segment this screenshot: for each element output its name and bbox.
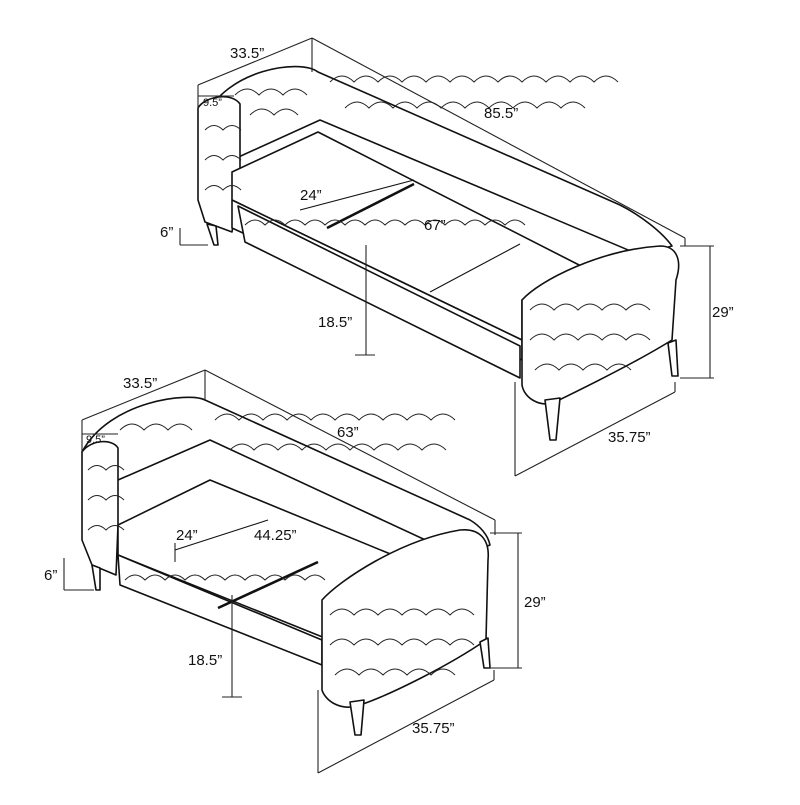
sofa-large-seam-1: [299, 179, 415, 211]
sofa-small-right-arm: [321, 529, 489, 708]
sofa-large-leg-left: [206, 223, 219, 246]
sofa-large-seat-width-label: 67”: [424, 217, 446, 234]
sofa-small-leg-height-label: 6”: [44, 567, 57, 584]
sofa-large-length-label: 85.5”: [484, 105, 518, 122]
sofa-small: 33.5” 9.5” 63” 24” 44.25” 6” 18.5” 29” 3…: [44, 369, 546, 774]
sofa-large-arm-width-label: 9.5”: [203, 97, 222, 109]
sofa-large-leg-height-label: 6”: [160, 224, 173, 241]
sofa-large-height-label: 29”: [712, 304, 734, 321]
sofa-small-arm-width-label: 9.5”: [86, 434, 105, 446]
sofa-small-left-arm: [81, 440, 119, 576]
sofa-small-leg-right: [479, 637, 491, 669]
sofa-large-depth-label: 33.5”: [230, 45, 264, 62]
sofa-small-leg-left: [91, 564, 101, 591]
sofa-large-seat-height-label: 18.5”: [318, 314, 352, 331]
sofa-large-dimension-lines: [179, 37, 714, 477]
sofa-small-seam-1: [174, 519, 269, 551]
sofa-large-leg-right: [667, 339, 679, 377]
sofa-small-depth-label: 33.5”: [123, 375, 157, 392]
sofa-small-seat-height-label: 18.5”: [188, 652, 222, 669]
sofa-large-seam-3: [429, 243, 521, 293]
sofa-small-length-label: 63”: [337, 424, 359, 441]
sofa-small-back: [81, 396, 491, 557]
sofa-small-seat-depth-label: 24”: [176, 527, 198, 544]
sofa-large-back: [204, 65, 673, 256]
sofa-large-seat-depth-label: 24”: [300, 187, 322, 204]
sofa-large-seam-2: [326, 182, 415, 230]
sofa-large-tufting: [204, 75, 651, 371]
sofa-large-left-arm: [197, 96, 241, 233]
sofa-large: 33.5” 9.5” 85.5” 24” 67” 6” 18.5” 29” 35…: [160, 37, 734, 477]
sofa-small-seat-width-label: 44.25”: [254, 527, 297, 544]
sofa-small-dimension-lines: [63, 369, 522, 774]
sofa-small-height-label: 29”: [524, 594, 546, 611]
sofa-small-seam-2: [217, 560, 319, 610]
sofa-small-leg-front: [349, 699, 365, 736]
sofa-large-leg-front: [544, 397, 561, 441]
sofa-small-arm-depth-label: 35.75”: [412, 720, 455, 737]
sofa-small-tufting: [87, 413, 475, 676]
sofa-large-front-panel: [237, 205, 521, 379]
sofa-large-arm-depth-label: 35.75”: [608, 429, 651, 446]
